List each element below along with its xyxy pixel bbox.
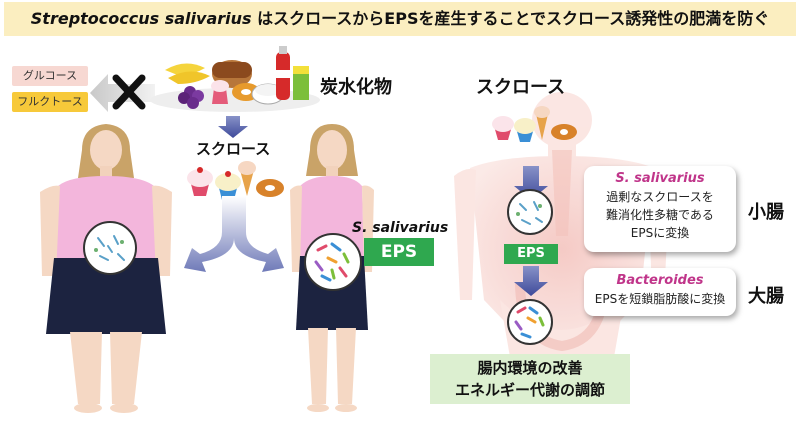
callout-large-species: Bacteroides [616, 273, 704, 288]
sweets-right-icon [492, 106, 577, 142]
effect-line1: 腸内環境の改善 [477, 359, 583, 377]
eps-box-large: EPS [364, 238, 434, 266]
carbohydrate-label: 炭水化物 [320, 77, 392, 98]
callout-small-line3: EPSに変換 [630, 226, 690, 240]
grey-arrow [90, 74, 155, 112]
effect-box: 腸内環境の改善 エネルギー代謝の調節 [430, 354, 630, 404]
gut-bacteria-few-icon [83, 221, 137, 275]
large-intestine-bacteria-icon [507, 299, 553, 345]
callout-large-intestine: Bacteroides EPSを短鎖脂肪酸に変換 [584, 268, 736, 316]
title-species: Streptococcus salivarius [30, 9, 252, 28]
callout-small-species: S. salivarius [615, 171, 705, 186]
callout-large-text: EPSを短鎖脂肪酸に変換 [594, 292, 726, 306]
callout-small-intestine: S. salivarius 過剰なスクロースを 難消化性多糖である EPSに変換 [584, 166, 736, 252]
carbohydrate-foods-icon [150, 46, 320, 112]
block-x-icon [112, 74, 146, 110]
sucrose-label-left: スクロース [196, 140, 271, 158]
organ-large-intestine: 大腸 [748, 286, 784, 307]
s-salivarius-label: S. salivarius [352, 220, 449, 236]
gut-bacteria-many-icon [304, 233, 362, 291]
callout-small-line1: 過剰なスクロースを [606, 190, 714, 204]
fructose-pill: フルクトース [12, 92, 88, 112]
eps-box-small: EPS [504, 244, 558, 264]
down-arrow-top [218, 116, 248, 138]
small-intestine-bacteria-icon [507, 189, 553, 235]
down-arrow-right-2 [514, 266, 548, 296]
glucose-pill: グルコース [12, 66, 88, 86]
title-banner: Streptococcus salivarius はスクロースからEPSを産生す… [4, 2, 796, 36]
sweets-left-icon [187, 161, 284, 200]
fork-arrow [184, 196, 284, 272]
effect-line2: エネルギー代謝の調節 [454, 381, 605, 399]
sucrose-label-right: スクロース [476, 77, 566, 98]
callout-small-line2: 難消化性多糖である [606, 208, 714, 222]
title-text: はスクロースからEPSを産生することでスクロース誘発性の肥満を防ぐ [251, 9, 770, 28]
organ-small-intestine: 小腸 [748, 202, 784, 223]
